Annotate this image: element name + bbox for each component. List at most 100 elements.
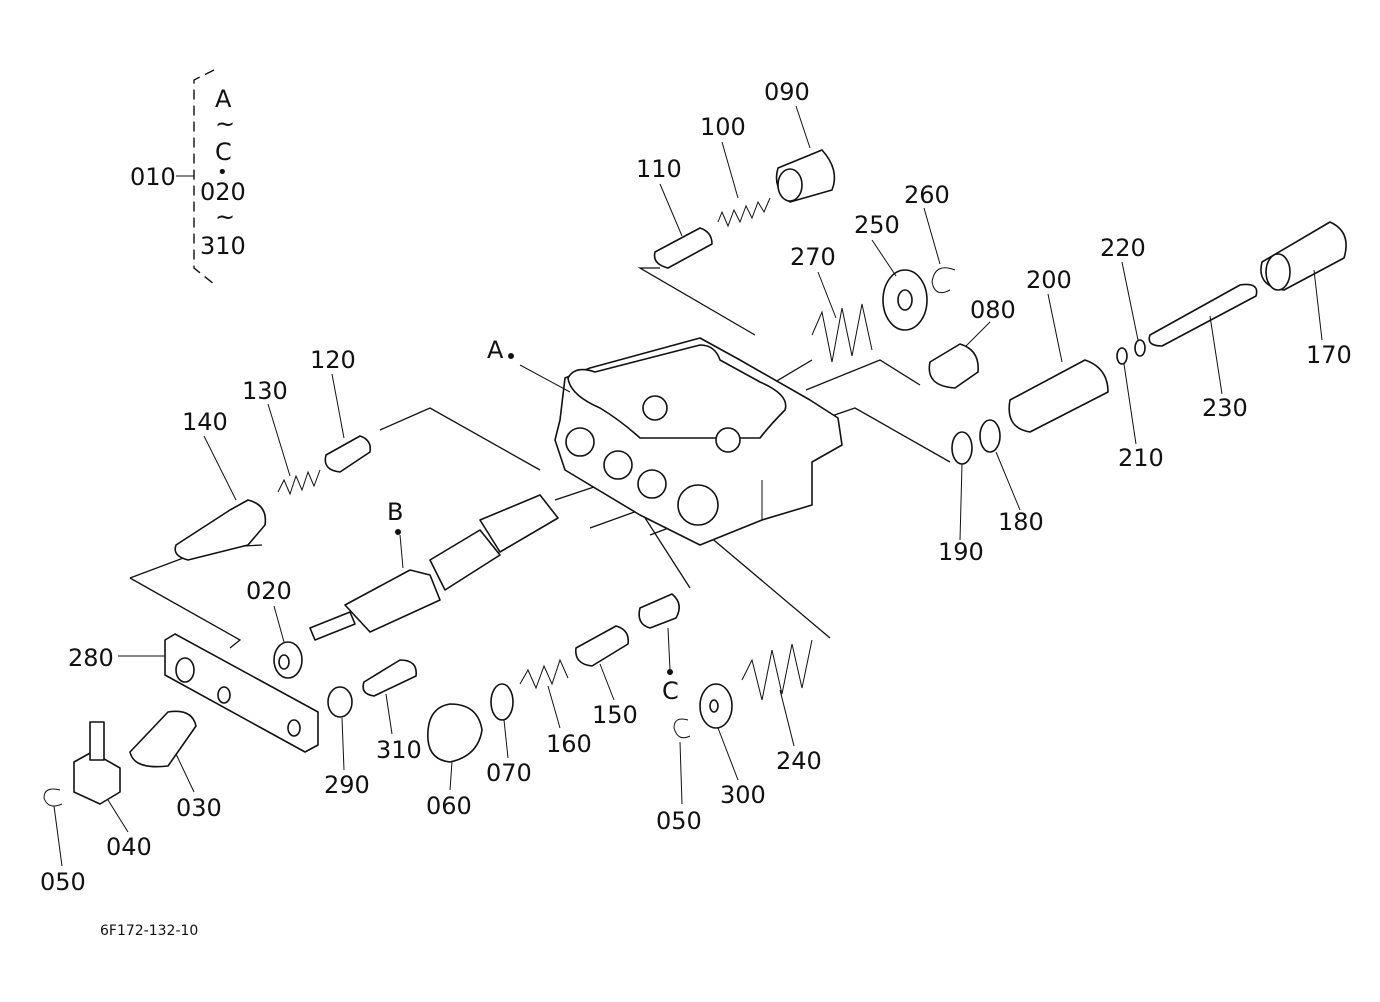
leader-150 (599, 663, 615, 701)
part-280-hole-2 (287, 719, 301, 737)
part-310 (362, 659, 417, 697)
dot-A (508, 353, 514, 359)
label-C: C (662, 677, 679, 705)
leader-230 (1209, 315, 1223, 395)
label-190: 190 (938, 538, 984, 566)
label-B: B (387, 498, 403, 526)
part-C (638, 593, 680, 629)
label-300: 300 (720, 781, 766, 809)
leader-130 (267, 403, 291, 477)
valve-body-port-top-1 (642, 395, 668, 421)
label-040: 040 (106, 833, 152, 861)
label-020: 020 (246, 577, 292, 605)
bracket-line-4: • (217, 162, 228, 183)
leader-180 (995, 451, 1021, 511)
drawing-id: 6F172-132-10 (100, 923, 198, 939)
label-100: 100 (700, 113, 746, 141)
label-120: 120 (310, 346, 356, 374)
part-050-left (43, 788, 63, 807)
part-270-spring (811, 303, 873, 363)
label-140: 140 (182, 408, 228, 436)
part-150 (575, 625, 630, 667)
leader-110 (659, 183, 683, 237)
leader-050-left (53, 805, 63, 867)
leader-050-right (679, 741, 683, 805)
label-150: 150 (592, 701, 638, 729)
label-030: 030 (176, 794, 222, 822)
part-080 (928, 343, 979, 389)
leader-120 (331, 373, 345, 439)
label-050-right: 050 (656, 807, 702, 835)
bracket-line-1: A (215, 85, 232, 113)
dot-C (667, 669, 673, 675)
part-160-spring (519, 658, 569, 690)
guide-280 (129, 577, 242, 649)
part-060 (427, 703, 483, 763)
label-060: 060 (426, 792, 472, 820)
part-220 (1134, 339, 1146, 357)
part-110 (653, 227, 713, 269)
leader-030 (175, 753, 195, 793)
bracket-legend: 010 A ~ C • 020 ~ 310 (130, 69, 246, 285)
label-130: 130 (242, 377, 288, 405)
label-080: 080 (970, 296, 1016, 324)
label-110: 110 (636, 155, 682, 183)
part-050-right (673, 718, 691, 739)
label-270: 270 (790, 243, 836, 271)
label-010: 010 (130, 163, 176, 191)
bracket-dashed-line (193, 69, 215, 285)
guide-240 (649, 519, 831, 639)
leader-290 (341, 717, 345, 771)
part-140 (174, 499, 267, 561)
part-290 (327, 686, 353, 718)
part-030 (129, 710, 197, 768)
part-120 (324, 435, 372, 473)
callout-leaders (53, 105, 1323, 867)
leader-B (399, 534, 404, 569)
valve-body-port-top-2 (715, 427, 741, 453)
part-230 (1148, 283, 1258, 347)
label-200: 200 (1026, 266, 1072, 294)
leader-270 (817, 271, 837, 319)
part-040-stem (89, 721, 105, 761)
label-170: 170 (1306, 341, 1352, 369)
spool-B (309, 494, 559, 641)
label-210: 210 (1118, 444, 1164, 472)
valve-body-port-1 (565, 427, 595, 457)
leader-060 (449, 761, 453, 791)
leader-210 (1123, 363, 1137, 445)
label-260: 260 (904, 181, 950, 209)
leader-190 (959, 463, 963, 541)
leader-140 (203, 435, 237, 501)
guide-120 (379, 407, 541, 471)
part-020-hole (278, 654, 290, 670)
leader-160 (547, 685, 561, 729)
bracket-line-3: C (215, 138, 232, 166)
label-180: 180 (998, 508, 1044, 536)
label-250: 250 (854, 211, 900, 239)
part-130-spring (277, 469, 321, 496)
leader-260 (923, 207, 941, 265)
label-310: 310 (376, 736, 422, 764)
guide-110 (637, 267, 756, 336)
part-280 (164, 633, 319, 753)
label-070: 070 (486, 759, 532, 787)
leader-040 (107, 799, 129, 833)
leader-020 (273, 605, 285, 643)
part-070 (490, 683, 514, 721)
part-240-spring (741, 639, 813, 701)
part-260 (931, 267, 956, 294)
parts (43, 149, 1347, 807)
part-200 (1008, 359, 1109, 433)
leader-A (519, 364, 571, 393)
leader-090 (795, 105, 811, 149)
part-100-spring (717, 197, 771, 228)
label-A: A (487, 336, 504, 364)
part-090-bore (777, 168, 803, 202)
bracket-line-6: ~ (215, 203, 235, 231)
leader-080 (965, 321, 991, 347)
spool-section-3 (479, 494, 559, 553)
leader-220 (1121, 261, 1139, 341)
leader-300 (717, 727, 739, 781)
part-190 (951, 431, 973, 465)
